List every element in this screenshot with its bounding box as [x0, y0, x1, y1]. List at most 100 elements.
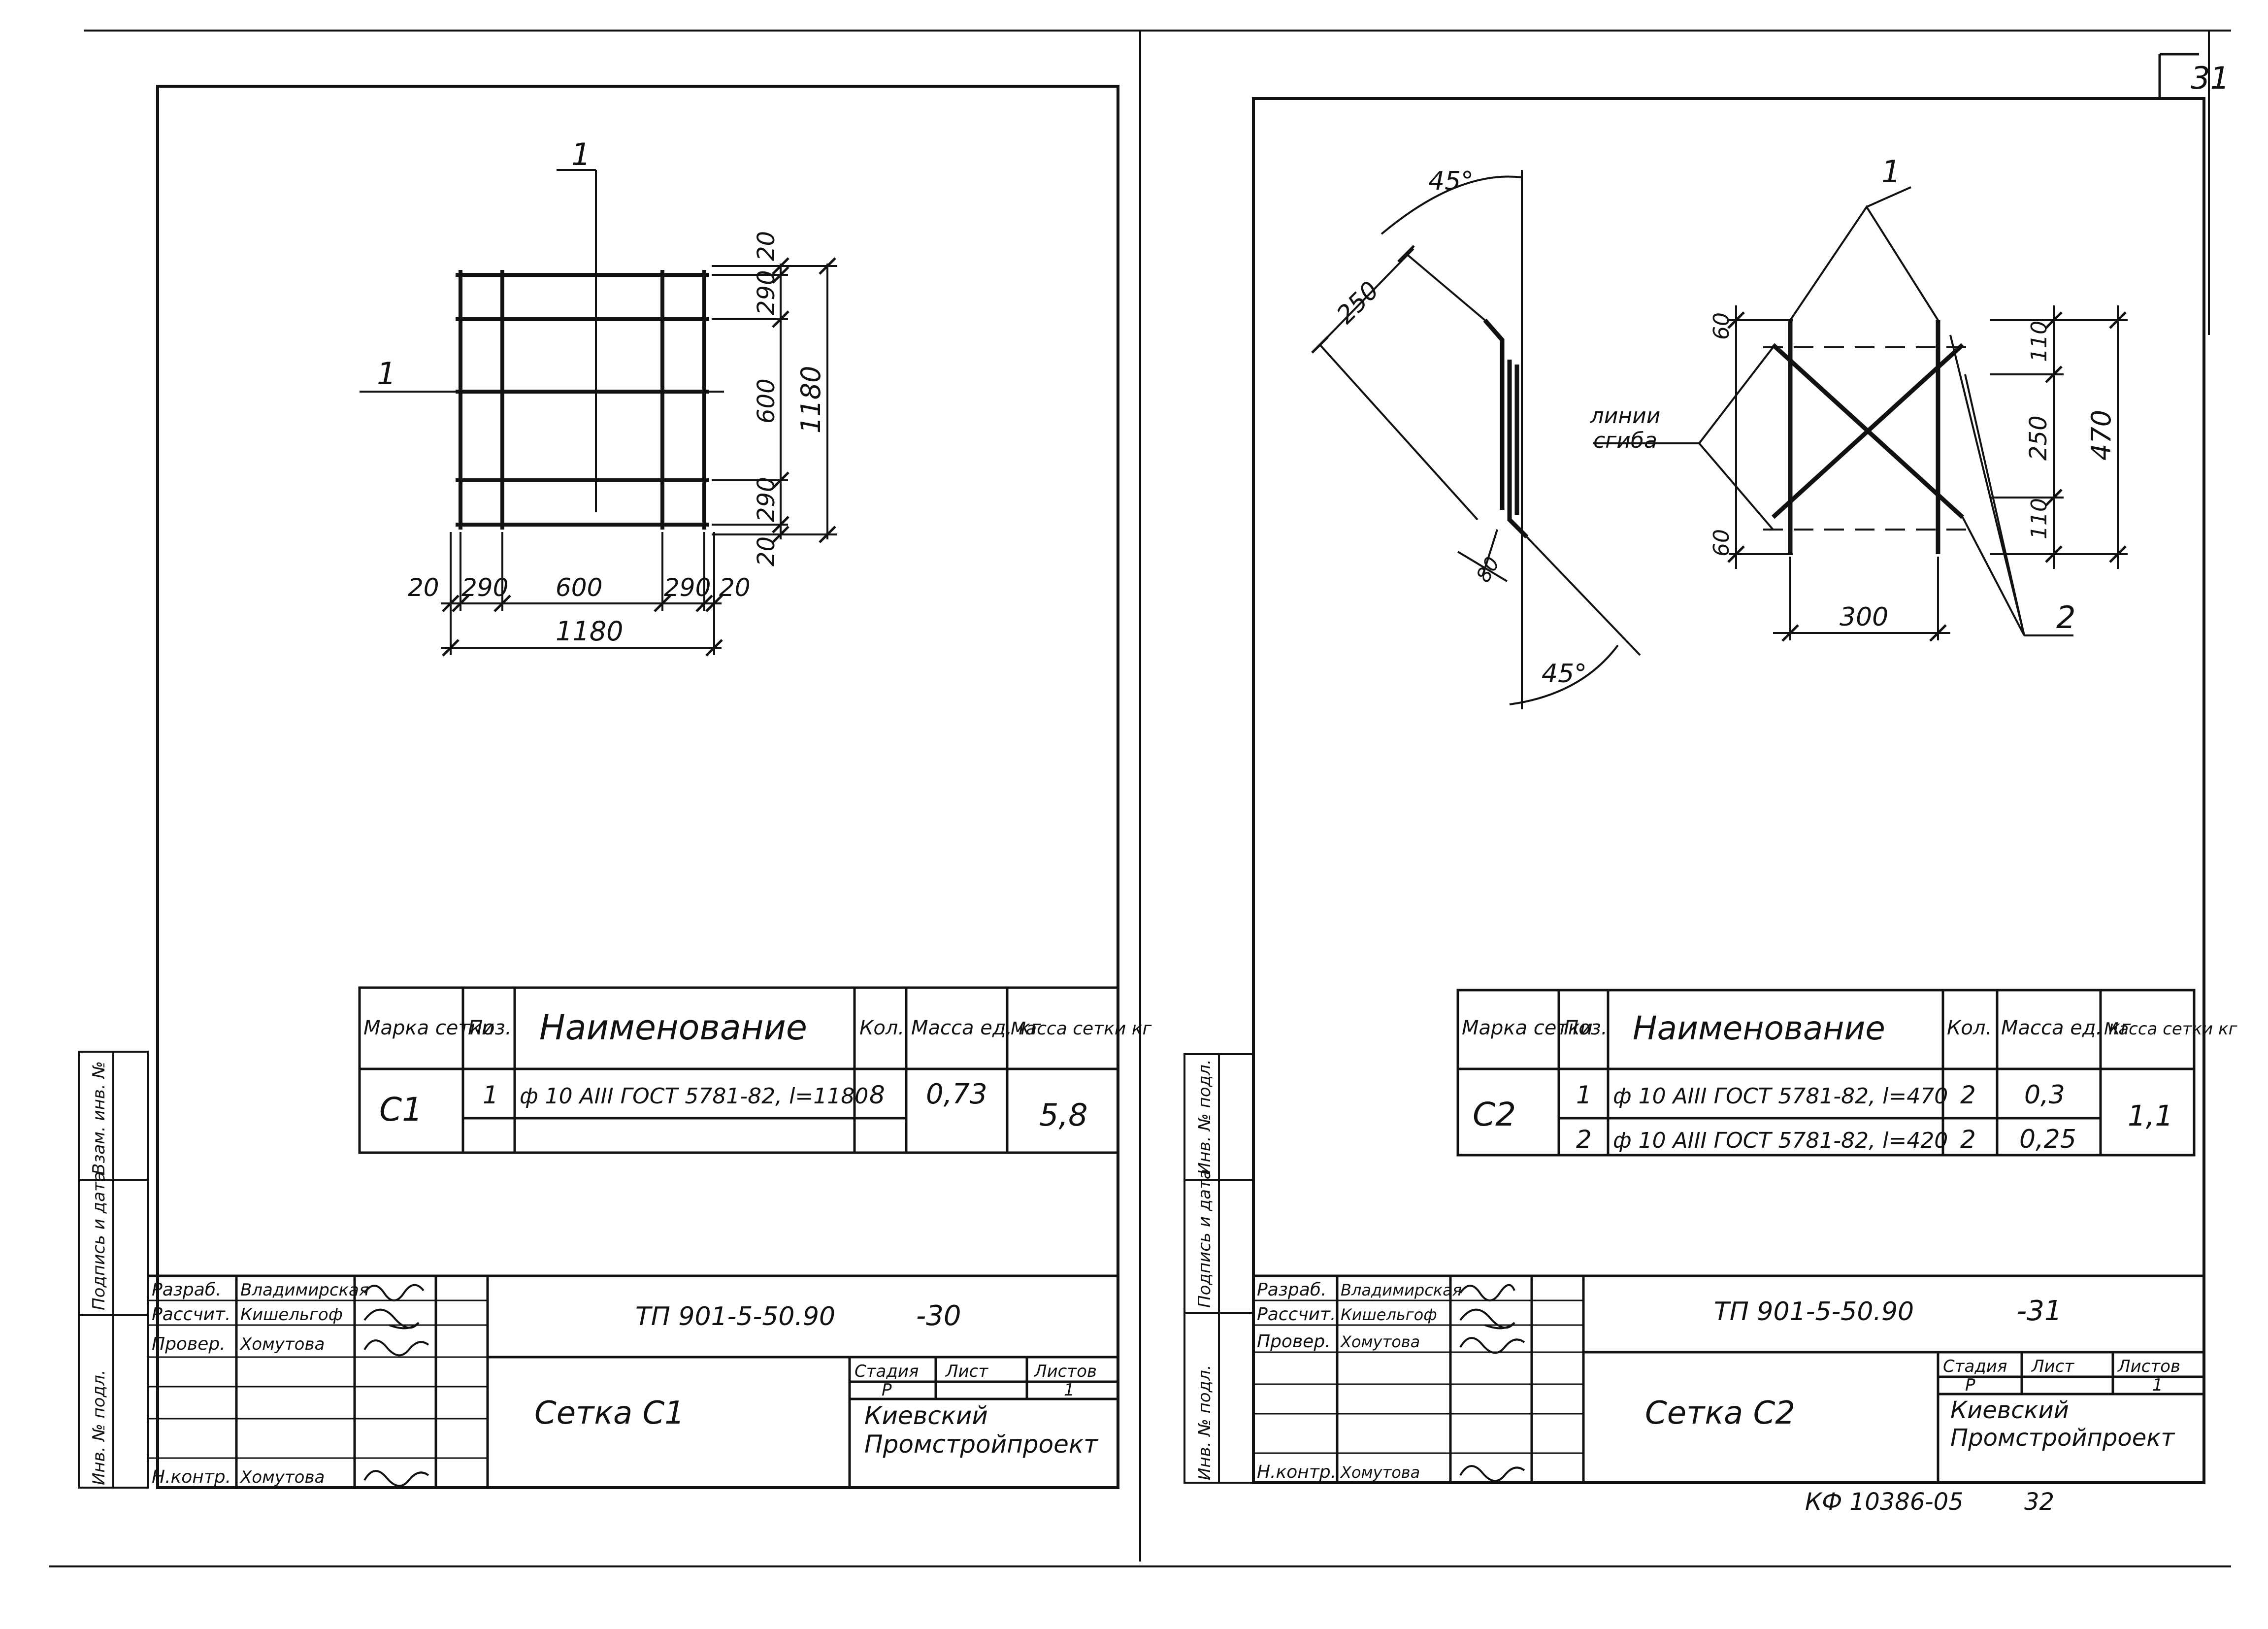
c1-role-2: Рассчит. [152, 1304, 230, 1325]
c2-name-1: Владимирская [1341, 1281, 1462, 1299]
side-stamp-left-1: Инв. № подл. [89, 1369, 109, 1485]
dim-bottom-1: 20 [408, 573, 439, 602]
dim-right-5: 20 [753, 536, 780, 566]
c2-role-6: Н.контр. [1257, 1462, 1336, 1482]
mesh-c2-drawing: 1 2 линии сгиба 60 60 110 250 110 470 30… [1590, 154, 2128, 641]
c1-sheets-header: Листов [1033, 1362, 1097, 1381]
th-c1-mark: Марка сетки [363, 1017, 494, 1039]
th-c2-mark: Марка сетки [1462, 1017, 1593, 1039]
dims-bottom-lines [441, 532, 722, 655]
c1-row1-unit-mass: 0,73 [926, 1078, 987, 1110]
th-c2-total-mass: Масса сетки кг [2104, 1019, 2238, 1039]
dim-left-bottom: 60 [1709, 529, 1734, 557]
dim-left-top: 60 [1709, 312, 1734, 340]
mesh-c1-section-lines [360, 169, 724, 512]
sheet-right: Инв. № подл. Подпись и дата Инв. № подл. [1183, 97, 2238, 1484]
dim-right-1: 20 [753, 231, 780, 261]
c2-role-2: Рассчит. [1257, 1304, 1336, 1325]
c1-total-mass: 5,8 [1039, 1097, 1088, 1133]
c1-row1-pos: 1 [483, 1081, 498, 1109]
section-mark-top: 1 [571, 136, 591, 172]
section-mark-left: 1 [377, 356, 396, 392]
dim-bottom-total: 1180 [556, 616, 623, 647]
c1-sheet-header: Лист [945, 1362, 988, 1381]
c1-sheets-value: 1 [1064, 1380, 1075, 1400]
c2-section-mark: 1 [1881, 154, 1901, 190]
dim-right-total: 1180 [795, 366, 826, 433]
archive-page: 32 [2024, 1488, 2054, 1516]
side-stamp-right-2: Подпись и дата [1195, 1169, 1215, 1308]
sheet-left: Инв. № подл. Подпись и дата Взам. инв. № [78, 85, 1152, 1489]
c2-row1-pos: 1 [1576, 1081, 1592, 1109]
archive-code: КФ 10386-05 [1805, 1488, 1964, 1516]
c1-stage-value: Р [882, 1380, 892, 1400]
angle-bottom: 45° [1542, 659, 1587, 689]
dim-right-110-bottom: 110 [2027, 498, 2052, 539]
sheet-left-frame [156, 85, 1119, 1489]
th-c1-qty: Кол. [859, 1017, 904, 1039]
side-stamp-right-1: Инв. № подл. [1195, 1364, 1215, 1480]
c1-code-suffix: -30 [916, 1300, 961, 1332]
c1-code: ТП 901-5-50.90 [635, 1302, 835, 1331]
spec-table-c2: Марка сетки Поз. Наименование Кол. Масса… [1456, 989, 2238, 1157]
dim-right-4: 290 [753, 477, 780, 522]
dim-bottom-4: 290 [664, 573, 711, 602]
dim-right-2: 290 [753, 270, 780, 315]
c2-stage-value: Р [1965, 1375, 1975, 1395]
c1-stage-header: Стадия [855, 1362, 919, 1381]
c2-row2-qty: 2 [1960, 1125, 1976, 1154]
dim-bottom-300: 300 [1840, 602, 1888, 632]
c2-sheets-header: Листов [2117, 1357, 2180, 1376]
bent-bar-side-view: 45° 45° 250 80 [1312, 166, 1641, 709]
dims-right-lines [712, 264, 837, 539]
c2-position-mark: 2 [2056, 599, 2075, 635]
th-c1-unit-mass: Масса ед. кг [911, 1017, 1041, 1039]
th-c1-total-mass: Масса сетки кг [1011, 1019, 1152, 1039]
dim-right-3: 600 [753, 378, 780, 424]
c2-row1-unit-mass: 0,3 [2024, 1080, 2065, 1110]
mesh-c1-bars [456, 270, 709, 530]
dim-diag-250: 250 [1331, 276, 1384, 329]
dim-bottom-5: 20 [719, 573, 751, 602]
c1-role-3: Провер. [152, 1334, 226, 1354]
dim-right-250: 250 [2025, 415, 2052, 461]
c2-code: ТП 901-5-50.90 [1714, 1297, 1914, 1327]
c2-code-suffix: -31 [2017, 1295, 2062, 1327]
title-block-c2: Разраб. Владимирская Рассчит. Кишельгоф … [1253, 1274, 2204, 1483]
c2-row1-qty: 2 [1960, 1081, 1976, 1109]
c1-signatures [363, 1284, 429, 1487]
c1-name-2: Кишельгоф [240, 1305, 343, 1325]
side-stamp-left-3: Взам. инв. № [89, 1061, 109, 1175]
c1-row1-name: ф 10 AIII ГОСТ 5781-82, l=1180 [520, 1084, 868, 1109]
c2-name-6: Хомутова [1340, 1463, 1420, 1482]
c1-name-3: Хомутова [239, 1334, 325, 1354]
c1-name-6: Хомутова [239, 1467, 325, 1487]
title-block-c1: Разраб. Владимирская Рассчит. Кишельгоф … [148, 1274, 1118, 1488]
top-sheet-number: 31 [2191, 60, 2230, 96]
c2-role-3: Провер. [1257, 1331, 1331, 1352]
dim-small-80: 80 [1472, 553, 1504, 586]
c2-name-3: Хомутова [1340, 1332, 1420, 1351]
th-c1-pos: Поз. [468, 1017, 512, 1039]
c2-role-1: Разраб. [1257, 1280, 1326, 1300]
side-stamp-left [78, 1051, 149, 1489]
c2-row1-name: ф 10 AIII ГОСТ 5781-82, l=470 [1613, 1084, 1948, 1109]
c1-row1-qty: 8 [869, 1081, 885, 1109]
c2-organization: Киевский Промстройпроект [1950, 1396, 2175, 1452]
c1-sheet-title: Сетка С1 [534, 1395, 685, 1431]
c1-name-1: Владимирская [240, 1280, 369, 1300]
c2-mark: С2 [1473, 1096, 1516, 1133]
mesh-c1-drawing: 1 1 20 290 600 290 20 1 [360, 136, 837, 656]
angle-top: 45° [1428, 166, 1474, 196]
c2-row2-unit-mass: 0,25 [2019, 1125, 2076, 1154]
c1-organization: Киевский Промстройпроект [864, 1401, 1098, 1459]
sheet-right-frame [1252, 97, 2205, 1484]
dim-right-470: 470 [2086, 410, 2117, 461]
c2-sheet-title: Сетка С2 [1645, 1395, 1795, 1431]
th-c2-name: Наименование [1633, 1009, 1885, 1047]
side-stamp-right-3: Инв. № подл. [1195, 1059, 1215, 1175]
side-stamp-right [1183, 1053, 1254, 1484]
th-c2-unit-mass: Масса ед. кг [2001, 1017, 2131, 1039]
th-c2-qty: Кол. [1947, 1017, 1992, 1039]
